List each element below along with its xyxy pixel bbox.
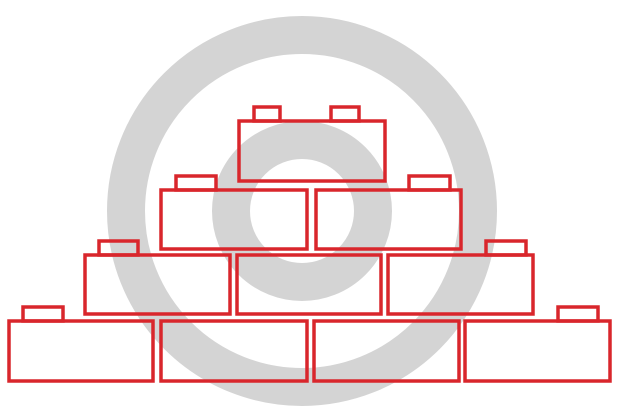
target-icon — [126, 35, 478, 387]
brick-stud — [254, 107, 280, 121]
building-brick-icon — [465, 307, 610, 381]
target-inner-ring — [231, 140, 373, 282]
brick-stud — [558, 307, 598, 321]
brick-stud — [331, 107, 359, 121]
brick-stud — [409, 176, 450, 190]
target-outer-ring — [126, 35, 478, 387]
building-brick-icon — [9, 307, 153, 381]
brick-stud — [23, 307, 63, 321]
brick-body — [465, 321, 610, 381]
brick-stud — [176, 176, 216, 190]
brick-body — [9, 321, 153, 381]
